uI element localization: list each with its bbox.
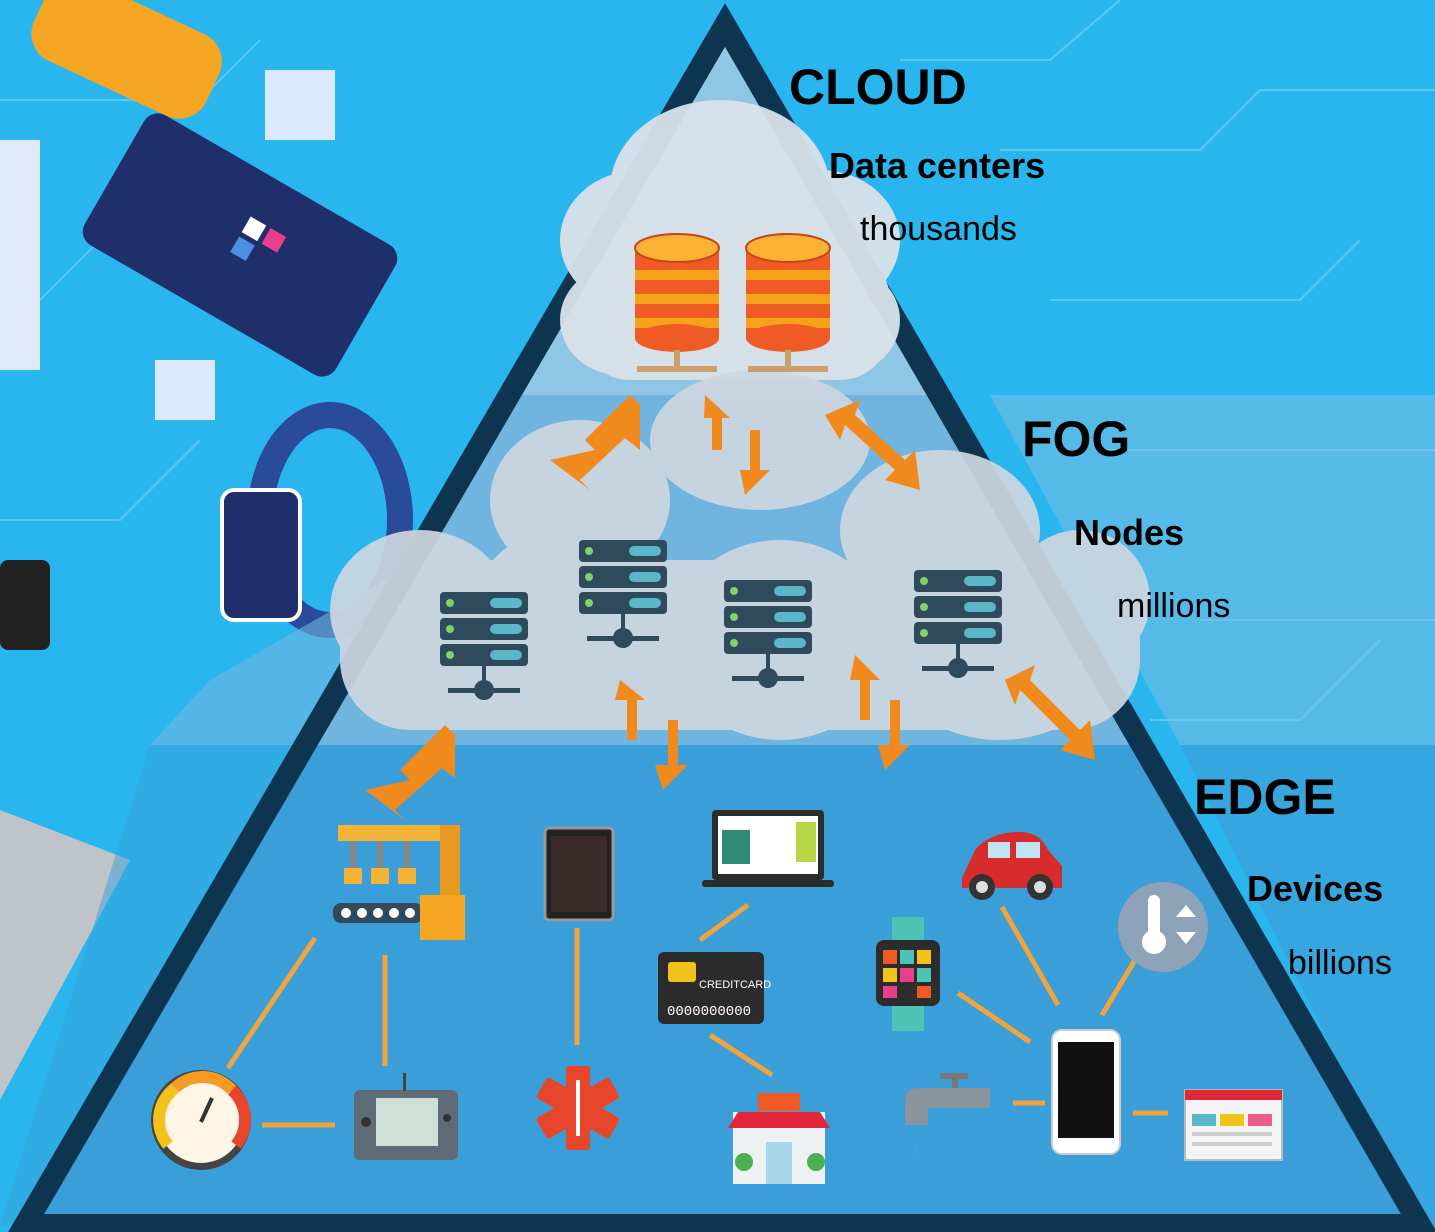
- smartwatch-icon: [876, 917, 940, 1031]
- cloud-top: [560, 100, 900, 380]
- car-icon: [962, 832, 1062, 900]
- edge-title: EDGE: [1194, 769, 1336, 825]
- smartphone-icon: [1051, 1029, 1121, 1155]
- speedometer-icon: [151, 1070, 252, 1170]
- cloud-title: CLOUD: [789, 59, 967, 115]
- sync-arrows: [365, 395, 1095, 820]
- store-icon: [728, 1093, 830, 1184]
- cloud-subtitle: Data centers: [829, 145, 1046, 186]
- background-devices: [0, 0, 413, 1100]
- device-links: [225, 902, 1168, 1128]
- edge-count: billions: [1288, 944, 1392, 982]
- credit-card-icon: CREDITCARD 0000000000: [658, 952, 771, 1024]
- credit-card-brand: CREDITCARD: [699, 979, 771, 991]
- game-console-icon: [354, 1073, 458, 1160]
- factory-robot-icon: [333, 825, 465, 940]
- edge-subtitle: Devices: [1247, 868, 1384, 909]
- browser-window-icon: [1184, 1089, 1283, 1161]
- cloud-count: thousands: [860, 210, 1017, 248]
- tablet-icon: [543, 826, 615, 922]
- fog-subtitle: Nodes: [1074, 512, 1185, 553]
- thermometer-icon: [1118, 882, 1208, 972]
- fog-title: FOG: [1022, 411, 1131, 467]
- water-tap-icon: [905, 1073, 990, 1162]
- medical-star-icon: [536, 1066, 620, 1150]
- credit-card-number: 0000000000: [667, 1004, 751, 1020]
- laptop-icon: [702, 810, 834, 887]
- fog-count: millions: [1117, 587, 1231, 625]
